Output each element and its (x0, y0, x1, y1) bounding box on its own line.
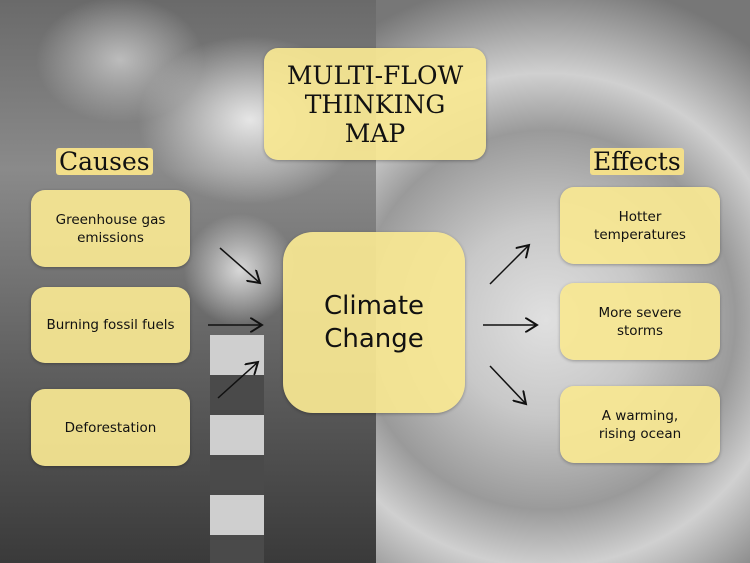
cause-box: Burning fossil fuels (31, 287, 190, 363)
arrow-icon (217, 362, 258, 399)
effects-heading: Effects (590, 148, 684, 175)
center-topic: Climate Change (283, 232, 465, 413)
cause-box: Deforestation (31, 389, 190, 466)
arrow-icon (219, 247, 260, 283)
cause-box: Greenhouse gas emissions (31, 190, 190, 267)
map-title: MULTI-FLOW THINKING MAP (264, 48, 486, 160)
causes-heading: Causes (56, 148, 153, 175)
effect-box: Hotter temperatures (560, 187, 720, 264)
effect-box: More severe storms (560, 283, 720, 360)
effect-box: A warming, rising ocean (560, 386, 720, 463)
arrow-icon (489, 245, 529, 285)
arrow-icon (489, 365, 526, 404)
